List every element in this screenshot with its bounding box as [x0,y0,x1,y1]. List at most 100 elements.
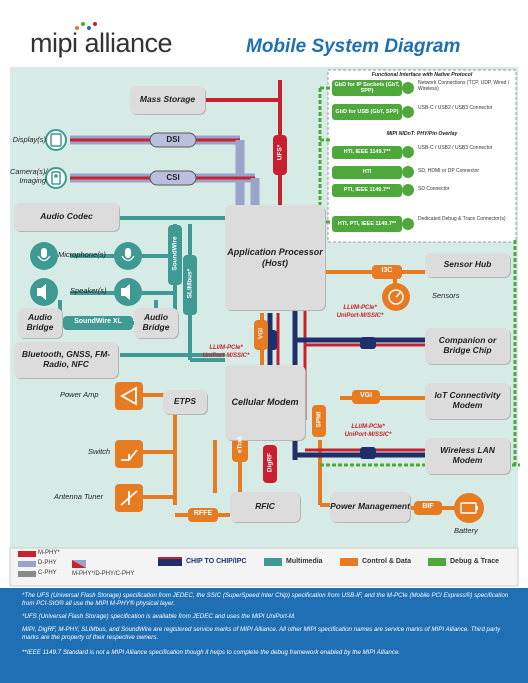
legend-control: Control & Data [362,558,411,565]
slimbus-label: SLIMbus* [186,268,194,299]
vgi-iot-pill [352,390,380,404]
footnote-4: **IEEE 1149.7 Standard is not a MIPI All… [22,649,401,656]
application-processor-block: Application Processor (Host) [225,205,325,310]
debug-row-4-desc: SD Connector [418,186,450,192]
camera-icon [45,167,67,189]
dsi-label: DSI [166,135,180,144]
usb-connector-icon-2 [402,146,414,158]
debug-row-1-box: GbD for USB (GbT, SPP) [332,104,402,120]
app-modem-ipc-connector [268,330,277,350]
vgi-iot-label: VGI [359,392,373,399]
power-amp-label: Power Amp [60,390,99,399]
legend-mdc: M-PHY*/D-PHY/C-PHY [72,571,135,577]
legend-dphy: D-PHY [38,560,57,566]
footnote-1: *The UFS (Universal Flash Storage) speci… [22,592,509,607]
soundwire-xl-label: SoundWire XL [74,318,122,325]
footnotes-panel [0,588,528,683]
speaker-icon [30,278,58,306]
usb-connector-icon [402,106,414,118]
etps-block: ETPS [163,390,207,414]
debug-row-4-box: PTI, IEEE 1149.7** [332,184,402,197]
debug-row-5-box: HTI, PTI, IEEE 1149.7** [332,216,402,232]
csi-label: CSI [166,173,180,182]
microphone-label: Microphone(s) [58,250,106,259]
nidnt-title: MIPI NIDnT: PHY/Pin Overlay [386,131,458,137]
sensor-hub-block: Sensor Hub [425,253,510,277]
soundwire-xl-pill [63,316,133,330]
microphone-icon-right [114,242,142,270]
vgi-app-label: VGI [257,327,265,340]
speaker-label: Speaker(s) [70,286,107,295]
audio-codec-block: Audio Codec [14,203,119,231]
soundwire-label: SoundWire [171,236,179,271]
rfic-block: RFIC [230,492,300,522]
i3c-label: I3C [381,267,393,274]
wlan-modem-block: Wireless LAN Modem [425,438,510,474]
bif-label: BIF [422,503,434,510]
soundwire-pill [168,225,182,285]
digrf-pill [263,445,277,483]
camera-label: Camera(s)/ Imaging [10,167,48,185]
sd-connector-icon [402,184,414,196]
antenna-tuner-label: Antenna Tuner [54,492,104,501]
mass-storage-block: Mass Storage [130,86,205,114]
legend-mphy: M-PHY* [38,550,60,556]
page-title: Mobile System Diagram [246,36,461,57]
footnote-3: MIPI, DigRF, M-PHY, SLIMbus, and SoundWi… [22,626,501,641]
lli-mpcie-label-2: LLI/M-PCIe* [343,305,377,311]
legend-cphy: C-PHY [38,570,57,576]
csi-pill [149,170,197,186]
battery-label: Battery [454,526,478,535]
legend-multimedia: Multimedia [286,558,323,565]
ufs-pill [273,135,287,175]
sensors-label: Sensors [432,291,460,300]
i3c-pill [372,265,402,279]
etrak-label: eTrak [236,436,244,453]
mipi-logo-mark [75,22,97,30]
bif-pill [414,501,442,515]
cellular-modem-block: Cellular Modem [225,365,305,440]
debug-row-3-box: HTI [332,166,402,179]
wlan-ipc-connector [360,447,376,459]
power-amp-icon [115,382,143,410]
rffe-pill [188,508,218,522]
debug-row-1-desc: USB-C / USB2 / USB3 Connector [418,105,493,111]
switch-label: Switch [88,447,111,456]
display-icon [45,129,67,151]
microphone-icon [30,242,58,270]
legend-swatches [9,547,519,587]
switch-icon [115,440,143,468]
vgi-app-pill [254,320,268,350]
display-label: Display(s) [12,135,46,144]
spmi-pill [312,405,326,437]
ufs-label: UFS* [276,144,284,161]
functional-interface-title: Functional Interface with Native Protoco… [371,72,473,78]
debug-row-0-box: GbD for IP Sockets (GbT, SPP) [332,80,402,96]
debug-row-2-desc: USB-C / USB2 / USB3 Connector [418,145,493,151]
speaker-icon-right [114,278,142,306]
iot-modem-block: IoT Connectivity Modem [425,383,510,419]
audio-bridge-right-block: Audio Bridge [134,308,178,338]
antenna-tuner-icon [115,484,143,512]
debug-connector-icon [402,218,414,230]
legend-chip: CHIP TO CHIP/IPC [186,558,247,565]
lli-mpcie-label-1: LLI/M-PCIe* [209,345,243,351]
dsi-pill [149,132,197,148]
hdmi-connector-icon [402,166,414,178]
power-management-block: Power Management [330,492,410,522]
rffe-label: RFFE [193,510,213,517]
legend-debug: Debug & Trace [450,558,500,565]
spmi-label: SPMI [315,411,323,428]
audio-bridge-left-block: Audio Bridge [18,308,62,338]
battery-icon [454,493,484,523]
network-connector-icon [402,82,414,94]
companion-ipc-connector [360,337,376,349]
brand-logo: mipi alliance [30,28,173,58]
slimbus-pill [183,255,197,315]
digrf-label: DigRF [266,452,274,473]
footnote-2: *UFS (Universal Flash Storage) specifica… [22,613,296,620]
uniport-label-2: UniPort-M/SSIC* [336,313,384,319]
uniport-label-3: UniPort-M/SSIC* [344,432,392,438]
debug-wires [318,86,520,467]
